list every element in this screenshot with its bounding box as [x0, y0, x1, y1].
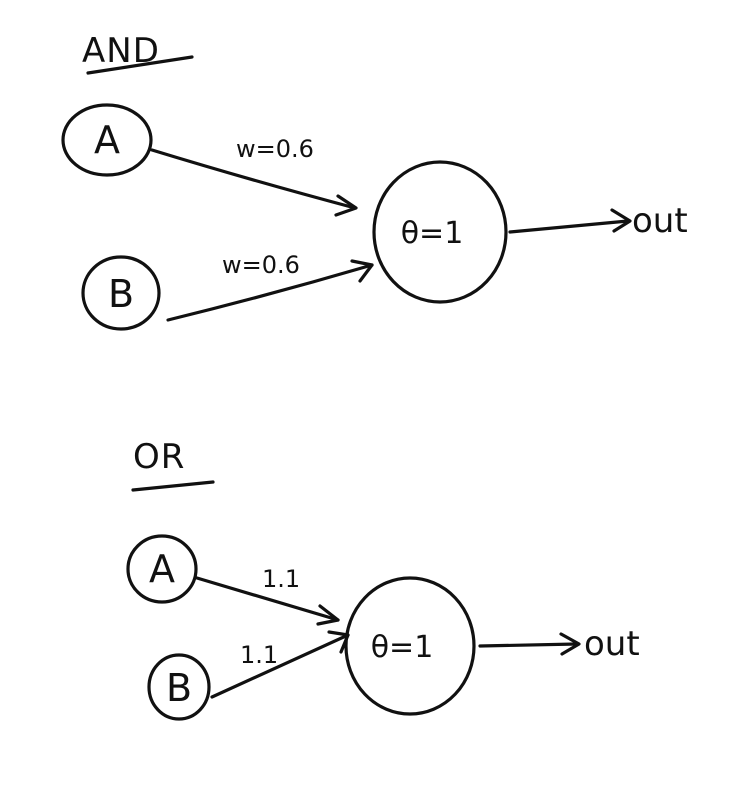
- or-title: OR: [133, 437, 185, 477]
- or-output-arrow: [478, 642, 579, 648]
- or-weight-b: 1.1: [240, 641, 278, 669]
- and-output-arrowhead: [610, 208, 632, 233]
- and-edge-b-to-neuron: [166, 263, 374, 322]
- and-input-a-node: [61, 103, 153, 177]
- and-weight-a: w=0.6: [236, 135, 314, 163]
- or-input-b-node: [147, 653, 211, 721]
- and-neuron-threshold: θ=1: [401, 216, 464, 251]
- or-edge-a-to-neuron: [195, 576, 340, 622]
- or-input-b-label: B: [166, 666, 192, 710]
- and-weight-b: w=0.6: [222, 251, 300, 279]
- or-title-underline: [131, 480, 215, 492]
- or-neuron-node: [344, 576, 476, 716]
- or-weight-a: 1.1: [262, 565, 300, 593]
- and-output-label: out: [632, 201, 688, 241]
- or-input-a-node: [126, 534, 198, 604]
- or-input-a-label: A: [149, 547, 175, 591]
- or-edge-b-to-neuron: [210, 633, 350, 699]
- and-edge-a-arrowhead: [334, 194, 358, 217]
- and-input-b-label: B: [108, 272, 134, 316]
- or-output-label: out: [584, 624, 640, 664]
- and-input-a-label: A: [94, 118, 120, 162]
- or-output-arrowhead: [559, 632, 581, 656]
- and-gate-diagram: AND A B θ=1 w=0.6 w=0.6 out: [61, 31, 688, 331]
- or-neuron-threshold: θ=1: [371, 630, 434, 665]
- and-output-arrow: [508, 219, 630, 234]
- or-gate-diagram: OR A B θ=1 1.1 1.1 out: [126, 437, 640, 721]
- and-neuron-node: [372, 160, 508, 304]
- and-edge-b-arrowhead: [350, 259, 374, 283]
- or-edge-b-arrowhead: [327, 630, 350, 654]
- and-input-b-node: [81, 255, 161, 331]
- and-edge-a-to-neuron: [150, 148, 357, 210]
- and-title-underline: [86, 55, 194, 75]
- or-edge-a-arrowhead: [316, 604, 340, 626]
